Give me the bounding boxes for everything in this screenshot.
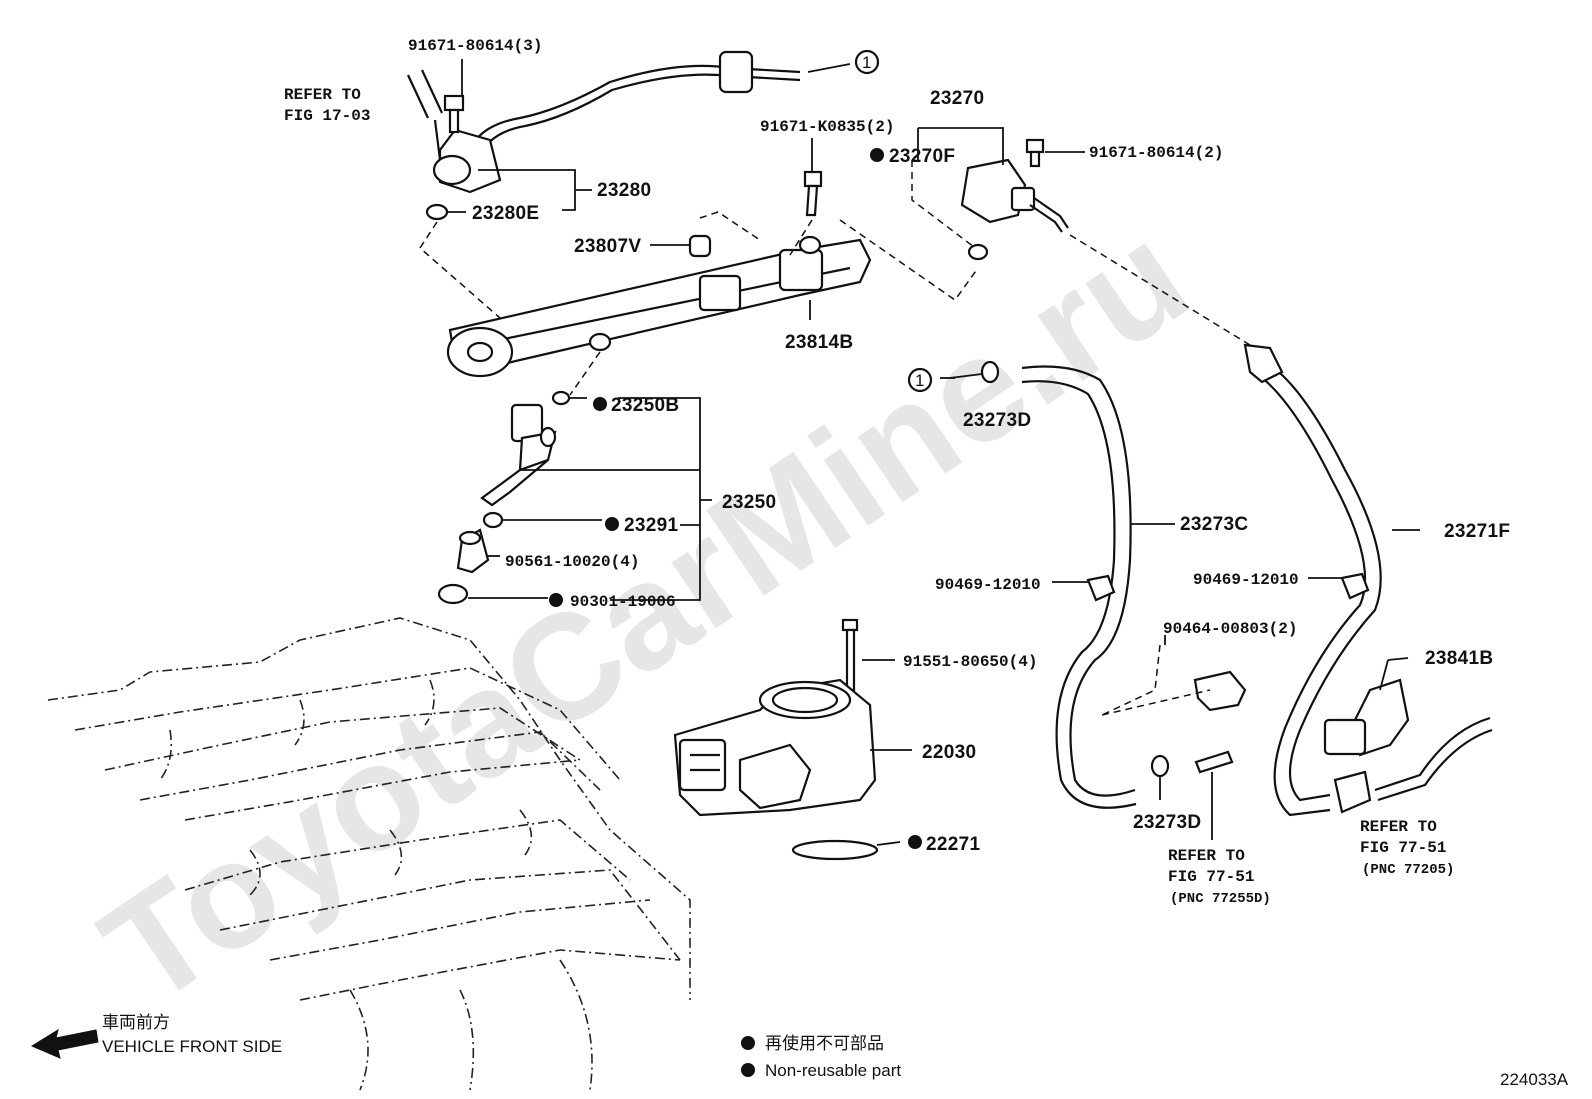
label-refer-77-51-b1: REFER TO (1360, 818, 1437, 836)
label-23807V: 23807V (574, 236, 641, 257)
clip-23273D-top (980, 360, 1000, 384)
dash-line-3 (789, 219, 813, 256)
label-22271: 22271 (926, 834, 980, 855)
label-23841B: 23841B (1425, 648, 1493, 669)
fuel-pipe-top (432, 50, 801, 194)
pressure-regulator-23270 (960, 158, 1069, 233)
svg-text:1: 1 (915, 371, 924, 390)
label-91551-80650-4: 91551-80650(4) (903, 653, 1037, 671)
pipe-stub-77205 (1333, 716, 1493, 814)
dash-line-2 (699, 211, 761, 241)
gasket-22271 (791, 839, 879, 861)
front-arrow-icon (30, 1028, 99, 1059)
clip-90469-12010-b (1340, 572, 1370, 600)
clip-90469-12010-a (1086, 574, 1116, 602)
o-ring-23280E (425, 203, 449, 221)
dash-line-8 (1101, 644, 1161, 716)
label-23814B: 23814B (785, 332, 853, 353)
pipe-stub-77255D (1194, 750, 1234, 774)
non-reusable-dot-23270F (870, 148, 884, 162)
label-90561-10020-4: 90561-10020(4) (505, 553, 639, 571)
label-23250: 23250 (722, 492, 776, 513)
o-ring-23270F (967, 243, 989, 261)
label-91671-80614-3: 91671-80614(3) (408, 37, 542, 55)
label-91671-80614-2: 91671-80614(2) (1089, 144, 1223, 162)
label-refer-77-51-b2: FIG 77-51 (1360, 839, 1446, 857)
label-refer-77-51-b3: (PNC 77205) (1362, 862, 1454, 878)
leader-lines (447, 59, 1420, 846)
front-direction-jp: 車両前方 (102, 1013, 170, 1032)
fuel-rail (446, 235, 872, 378)
engine-outline (47, 617, 691, 1091)
non-reusable-dot-23250B (593, 397, 607, 411)
non-reusable-dot-22271 (908, 835, 922, 849)
label-23280E: 23280E (472, 203, 539, 224)
bolt-91671-K0835-2 (803, 170, 823, 217)
front-direction-en: VEHICLE FRONT SIDE (102, 1037, 282, 1056)
non-reusable-dot-23291 (605, 517, 619, 531)
ref-pipe-stub (407, 69, 443, 119)
label-90464-00803-2: 90464-00803(2) (1163, 620, 1297, 638)
non-reusable-dot-90301-19006 (549, 593, 563, 607)
legend-non-reusable-en: Non-reusable part (765, 1061, 901, 1080)
fuel-injector-23250 (480, 403, 557, 507)
throttle-body-22030 (673, 618, 877, 817)
clip-23273D-bot (1150, 754, 1170, 778)
svg-text:1: 1 (862, 53, 871, 72)
label-23250B: 23250B (611, 395, 679, 416)
label-23270: 23270 (930, 88, 984, 109)
label-90301-19006: 90301-19006 (570, 593, 676, 611)
fuel-hose-23271F (1243, 343, 1382, 817)
label-refer-77-51-a3: (PNC 77255D) (1170, 891, 1271, 907)
dash-line-1 (419, 221, 501, 319)
o-ring-90301-19006 (437, 583, 469, 605)
label-90469-12010-a: 90469-12010 (935, 576, 1041, 594)
label-91671-K0835-2: 91671-K0835(2) (760, 118, 894, 136)
front-direction-indicator: 車両前方 VEHICLE FRONT SIDE (30, 1013, 282, 1059)
grommet-23807V (688, 234, 712, 258)
label-23280: 23280 (597, 180, 651, 201)
bolt-91671-80614-2 (1025, 138, 1045, 168)
bolt-91671-80614-3 (443, 94, 465, 134)
legend-dot-en (741, 1063, 755, 1077)
insulator-23291 (482, 511, 504, 529)
callout-1-mid: 1 (907, 367, 933, 393)
legend-non-reusable-jp: 再使用不可部品 (765, 1033, 884, 1053)
clamp-90464-00803 (1193, 670, 1247, 712)
label-22030: 22030 (922, 742, 976, 763)
label-refer-77-51-a1: REFER TO (1168, 847, 1245, 865)
label-refer-17-03-a: REFER TO (284, 86, 361, 104)
label-refer-17-03-b: FIG 17-03 (284, 107, 370, 125)
bracket-23841B (1323, 678, 1410, 757)
callout-1-top: 1 (854, 49, 880, 75)
collar-90561-10020 (456, 528, 490, 574)
label-23270F: 23270F (889, 146, 955, 167)
dash-line-5 (569, 351, 601, 396)
figure-id: 224033A (1500, 1070, 1569, 1089)
label-refer-77-51-a2: FIG 77-51 (1168, 868, 1254, 886)
legend: 再使用不可部品 Non-reusable part (741, 1033, 901, 1080)
dash-line-9 (1101, 689, 1211, 716)
o-ring-23250B (551, 390, 571, 406)
legend-dot-jp (741, 1036, 755, 1050)
label-23273D-top: 23273D (963, 410, 1031, 431)
label-23273D-bot: 23273D (1133, 812, 1201, 833)
label-23291: 23291 (624, 515, 678, 536)
part-labels: 91671-80614(3) REFER TO FIG 17-03 23280 … (284, 37, 1510, 907)
label-23271F: 23271F (1444, 521, 1510, 542)
label-90469-12010-b: 90469-12010 (1193, 571, 1299, 589)
fuel-hose-23273C (1021, 365, 1137, 809)
dash-line-6 (911, 160, 979, 251)
label-23273C: 23273C (1180, 514, 1248, 535)
